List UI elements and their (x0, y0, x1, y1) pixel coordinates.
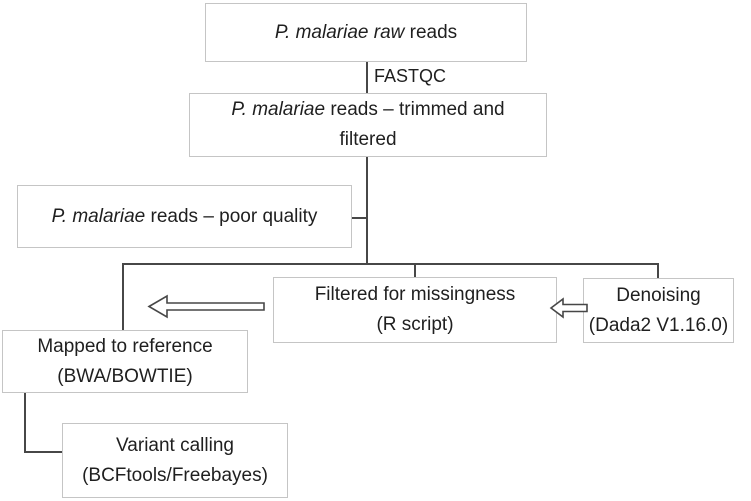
node-denoising-line2: (Dada2 V1.16.0) (588, 314, 729, 336)
connector-label-fastqc: FASTQC (374, 66, 447, 86)
node-variant-calling: Variant calling (BCFtools/Freebayes) (62, 423, 288, 498)
node-trimmed-filtered: P. malariae reads – trimmed and filtered (189, 93, 547, 157)
flow-arrow-filtered-to-mapped-icon (147, 294, 265, 319)
flow-arrow-denoising-to-filtered-icon (549, 297, 588, 319)
connector-branch-to-filtered (414, 263, 416, 277)
node-denoising: Denoising (Dada2 V1.16.0) (583, 278, 734, 343)
connector-branch-horizontal (122, 263, 659, 265)
connector-branch-to-denoising (657, 263, 659, 278)
connector-elbow-to-variant (24, 451, 62, 453)
node-trimmed-line2: filtered (339, 129, 397, 150)
connector-branch-to-mapped (122, 263, 124, 330)
node-trimmed-line1: P. malariae reads – trimmed and (231, 99, 505, 120)
node-filtered-line2: (R script) (376, 314, 454, 335)
connector-raw-to-trimmed (366, 62, 368, 93)
node-variant-line2: (BCFtools/Freebayes) (82, 464, 268, 486)
connector-mapped-down (24, 393, 26, 453)
node-mapped-line2: (BWA/BOWTIE) (57, 365, 193, 387)
node-raw-reads: P. malariae raw reads (205, 3, 527, 62)
node-raw-reads-text: P. malariae raw reads (274, 21, 458, 43)
node-filtered-line1: Filtered for missingness (314, 284, 516, 305)
node-poor-quality-text: P. malariae reads – poor quality (51, 205, 318, 227)
node-mapped-line1: Mapped to reference (37, 335, 213, 357)
connector-trimmed-to-branch (366, 157, 368, 265)
node-denoising-line1: Denoising (616, 284, 701, 306)
node-variant-line1: Variant calling (116, 434, 234, 456)
node-filtered-missingness: Filtered for missingness (R script) (273, 277, 557, 343)
connector-poor-quality-stub (352, 217, 366, 219)
node-mapped-reference: Mapped to reference (BWA/BOWTIE) (2, 330, 248, 393)
node-poor-quality: P. malariae reads – poor quality (17, 185, 352, 248)
